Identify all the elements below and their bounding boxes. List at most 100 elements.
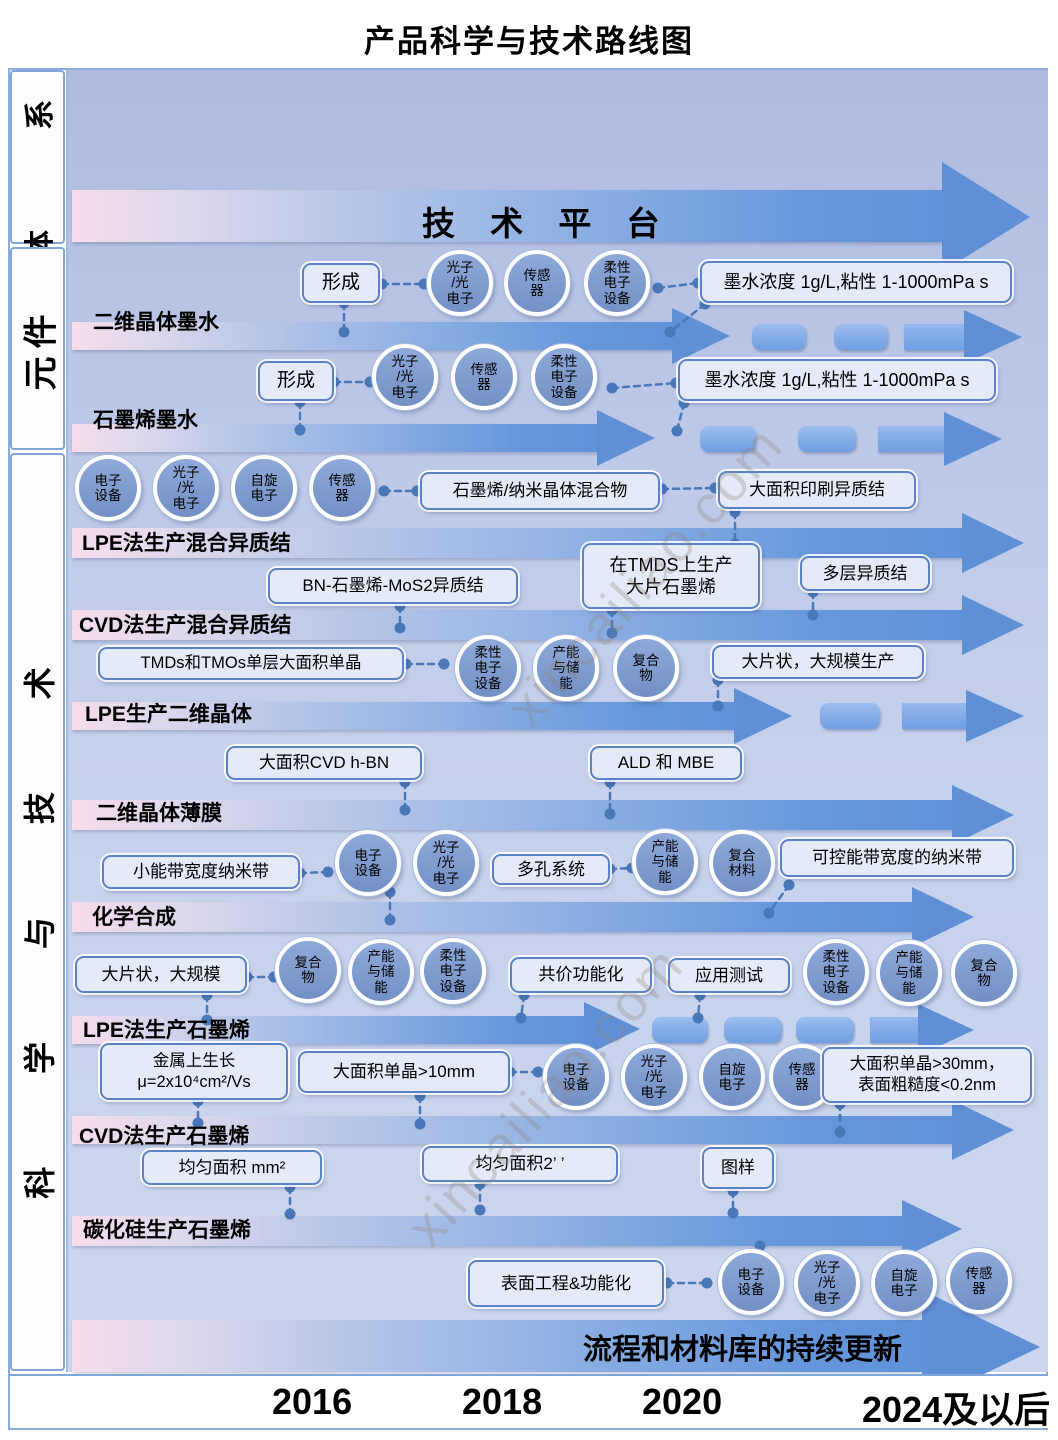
app-circle-spintronics: 自旋 电子	[699, 1044, 765, 1110]
app-circle-energy-storage: 产能 与储 能	[632, 829, 698, 895]
milestone-box-single-crystal-10mm: 大面积单晶>10mm	[298, 1051, 510, 1093]
app-circle-composites: 复合 物	[951, 940, 1017, 1006]
track-label-lpe-2d-crystal: LPE生产二维晶体	[85, 703, 252, 726]
app-circle-sensors: 传感 器	[504, 250, 570, 316]
milestone-box-application-testing: 应用测试	[668, 958, 790, 993]
app-circle-flexible-electronics: 柔性 电子 设备	[420, 938, 486, 1004]
page-title: 产品科学与技术路线图	[364, 24, 694, 59]
milestone-box-formation-1: 形成	[302, 263, 380, 303]
arrow-tail-shaft	[870, 1017, 918, 1043]
app-circle-composites: 复合 物	[613, 635, 679, 701]
arrow-shaft	[72, 1320, 922, 1372]
milestone-box-ink-spec-2: 墨水浓度 1g/L,粘性 1-1000mPa s	[678, 359, 996, 401]
arrow-shaft	[72, 190, 942, 242]
app-circle-spintronics: 自旋 电子	[231, 455, 297, 521]
milestone-box-multilayer-hetero: 多层异质结	[800, 556, 930, 591]
milestone-box-ald-mbe: ALD 和 MBE	[590, 746, 742, 780]
milestone-box-tunable-bandgap-nanoribbon: 可控能带宽度的纳米带	[780, 839, 1014, 877]
app-circle-photonics: 光子 /光 电子	[794, 1250, 860, 1316]
timeline-label-2018: 2018	[462, 1381, 543, 1422]
milestone-box-covalent-functionalization: 共价功能化	[510, 957, 652, 993]
milestone-box-tmd-monolayer: TMDs和TMOs单层大面积单晶	[98, 647, 404, 680]
arrow-shaft	[72, 800, 952, 830]
app-circle-electronics: 电子 设备	[718, 1249, 784, 1315]
app-circle-energy-storage: 产能 与储 能	[348, 939, 414, 1005]
milestone-box-narrow-band-nanoribbon: 小能带宽度纳米带	[102, 855, 300, 889]
arrow-shaft	[72, 1016, 584, 1044]
milestone-box-uniform-area-mm2: 均匀面积 mm²	[142, 1150, 322, 1185]
milestone-box-bn-graphene-mos2: BN-石墨烯-MoS2异质结	[268, 568, 518, 604]
app-circle-flexible-electronics: 柔性 电子 设备	[455, 635, 521, 701]
arrow-shaft	[72, 1116, 952, 1144]
track-label-lpe-graphene: LPE法生产石墨烯	[83, 1019, 250, 1042]
arrow-dash-segment	[796, 1017, 854, 1043]
app-circle-energy-storage: 产能 与储 能	[876, 940, 942, 1006]
arrow-tail-shaft	[878, 426, 944, 452]
app-circle-electronics: 电子 设备	[75, 455, 141, 521]
arrow-shaft	[72, 424, 597, 452]
continuous-update-note: 流程和材料库的持续更新	[583, 1334, 903, 1366]
milestone-box-surface-engineering: 表面工程&功能化	[468, 1260, 664, 1307]
app-circle-sensors: 传感 器	[309, 455, 375, 521]
app-circle-flexible-electronics: 柔性 电子 设备	[803, 939, 869, 1005]
track-label-lpe-hetero: LPE法生产混合异质结	[82, 532, 291, 555]
milestone-box-nanocrystal-mix: 石墨烯/纳米晶体混合物	[420, 472, 660, 510]
sidebar-section-components: 元件	[10, 247, 65, 450]
app-circle-photonics: 光子 /光 电子	[427, 250, 493, 316]
arrow-shaft	[72, 702, 734, 730]
track-label-sic-graphene: 碳化硅生产石墨烯	[83, 1219, 251, 1242]
app-circle-composites: 复合 物	[275, 937, 341, 1003]
app-circle-electronics: 电子 设备	[335, 830, 401, 896]
sidebar-label-components: 元件	[22, 306, 60, 391]
platform-arrow-label: 技 术 平 台	[422, 205, 673, 242]
track-label-graphene-ink: 石墨烯墨水	[93, 409, 198, 432]
milestone-box-cvd-hbn: 大面积CVD h-BN	[226, 746, 422, 780]
arrow-dash-segment	[834, 324, 888, 350]
app-circle-sensors: 传感 器	[946, 1248, 1012, 1314]
track-label-chem-synthesis: 化学合成	[92, 906, 176, 929]
app-circle-flexible-electronics: 柔性 电子 设备	[531, 344, 597, 410]
milestone-box-printed-hetero: 大面积印刷异质结	[718, 471, 916, 509]
milestone-box-single-crystal-30mm: 大面积单晶>30mm， 表面粗糙度<0.2nm	[822, 1047, 1032, 1103]
arrow-dash-segment	[724, 1017, 782, 1043]
app-circle-photonics: 光子 /光 电子	[621, 1044, 687, 1110]
app-circle-spintronics: 自旋 电子	[871, 1250, 937, 1316]
milestone-box-formation-2: 形成	[258, 361, 334, 401]
app-circle-composite-materials: 复合 材料	[709, 830, 775, 896]
milestone-box-patterning: 图样	[702, 1147, 774, 1189]
milestone-box-large-scale-production: 大片状，大规模生产	[712, 645, 924, 679]
milestone-box-uniform-area-2inch: 均匀面积2’ ’	[422, 1146, 618, 1182]
sidebar-section-system: 体 系	[10, 54, 65, 260]
app-circle-sensors: 传感 器	[451, 344, 517, 410]
app-circle-photonics: 光子 /光 电子	[372, 344, 438, 410]
sidebar-label-science-tech: 科 学 与 技 术	[21, 625, 58, 1199]
app-circle-electronics: 电子 设备	[543, 1044, 609, 1110]
arrow-dash-segment	[798, 426, 856, 452]
milestone-box-porous-systems: 多孔系统	[492, 854, 610, 885]
arrow-tail-shaft	[904, 324, 964, 350]
track-label-2d-film: 二维晶体薄膜	[96, 802, 222, 825]
timeline-label-2024: 2024及以后	[862, 1389, 1051, 1430]
app-circle-photonics: 光子 /光 电子	[153, 455, 219, 521]
app-circle-photonics: 光子 /光 电子	[413, 830, 479, 896]
track-label-cvd-hetero: CVD法生产混合异质结	[79, 614, 292, 637]
milestone-box-large-flakes: 大片状，大规模	[75, 956, 247, 993]
milestone-box-ink-spec-1: 墨水浓度 1g/L,粘性 1-1000mPa s	[700, 261, 1012, 303]
arrow-dash-segment	[820, 703, 880, 729]
app-circle-flexible-electronics: 柔性 电子 设备	[584, 250, 650, 316]
app-circle-energy-storage: 产能 与储 能	[533, 635, 599, 701]
arrow-shaft	[72, 902, 912, 932]
milestone-box-tmds-growth: 在TMDS上生产 大片石墨烯	[582, 543, 760, 609]
sidebar-label-system: 体 系	[24, 53, 58, 261]
arrow-tail-shaft	[902, 703, 966, 729]
arrow-shaft	[72, 528, 962, 558]
sidebar-section-science-tech: 科 学 与 技 术	[10, 453, 65, 1371]
arrow-dash-segment	[700, 426, 756, 452]
timeline-label-2020: 2020	[642, 1381, 723, 1422]
track-label-2d-crystal-ink: 二维晶体墨水	[93, 311, 219, 334]
arrow-dash-segment	[652, 1017, 708, 1043]
milestone-box-metal-growth: 金属上生长 μ=2x10⁴cm²/Vs	[100, 1043, 288, 1100]
timeline-label-2016: 2016	[272, 1381, 353, 1422]
arrow-dash-segment	[752, 324, 806, 350]
